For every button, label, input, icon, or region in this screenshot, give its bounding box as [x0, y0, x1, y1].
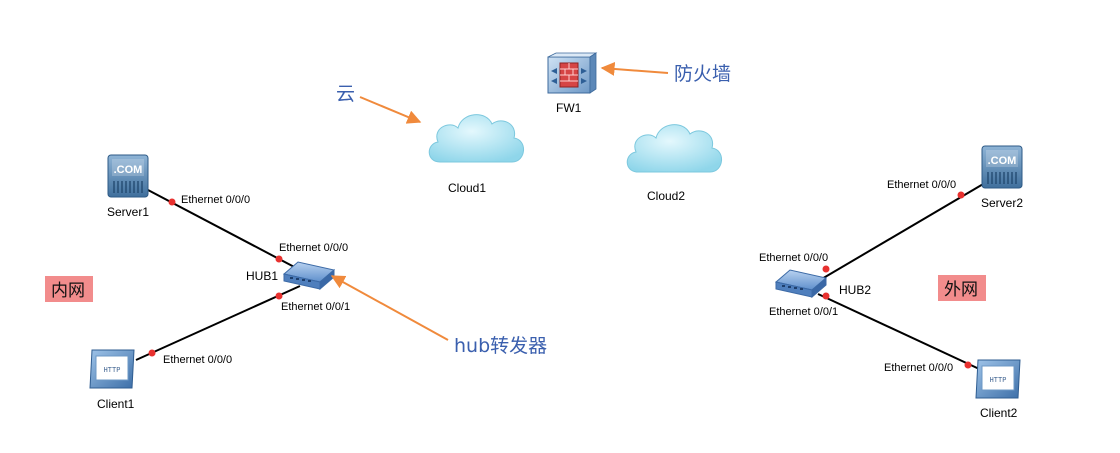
- zone-external-label: 外网: [944, 280, 978, 300]
- port-dot[interactable]: [275, 292, 283, 300]
- port-label-client1: Ethernet 0/0/0: [163, 354, 232, 366]
- server-com-icon: .COM: [981, 145, 1023, 189]
- hub-icon: [282, 261, 336, 291]
- device-client2[interactable]: HTTP Client2: [975, 359, 1021, 420]
- device-hub1[interactable]: HUB1: [246, 261, 336, 291]
- device-label: HUB1: [246, 269, 278, 283]
- port-dot[interactable]: [822, 292, 830, 300]
- zone-external: 外网: [938, 275, 986, 301]
- port-label-server1: Ethernet 0/0/0: [181, 194, 250, 206]
- http-client-icon: HTTP: [89, 349, 135, 389]
- port-dot[interactable]: [822, 265, 830, 273]
- port-label-hub2-p1: Ethernet 0/0/1: [769, 306, 838, 318]
- annotation-arrow-hub: [330, 275, 449, 341]
- zone-external-bg: [938, 275, 986, 301]
- device-server1[interactable]: .COM Server1: [107, 154, 149, 219]
- annotation-arrow-firewall: [600, 61, 669, 76]
- device-label: Client1: [97, 397, 135, 411]
- port-label-server2: Ethernet 0/0/0: [887, 179, 956, 191]
- port-dot[interactable]: [957, 191, 965, 199]
- zone-internal-label: 内网: [51, 281, 85, 301]
- device-client1[interactable]: HTTP Client1: [89, 349, 135, 411]
- port-dot[interactable]: [168, 198, 176, 206]
- annotation-arrow-cloud: [359, 96, 422, 124]
- device-label: Server2: [981, 196, 1023, 210]
- annotation-arrows: [330, 61, 669, 341]
- device-label: HUB2: [839, 283, 871, 297]
- server-com-icon: .COM: [107, 154, 149, 198]
- annotation-hub: hub转发器: [454, 335, 547, 357]
- device-fw1[interactable]: FW1: [547, 52, 598, 115]
- firewall-icon: [547, 52, 598, 94]
- links: [135, 179, 991, 375]
- device-cloud1[interactable]: Cloud1: [428, 114, 524, 195]
- device-server2[interactable]: .COM Server2: [981, 145, 1023, 210]
- port-label-hub1-p0: Ethernet 0/0/0: [279, 242, 348, 254]
- http-client-icon: HTTP: [975, 359, 1021, 399]
- cloud-icon: [626, 124, 722, 173]
- device-label: Cloud1: [448, 181, 486, 195]
- zone-internal: 内网: [45, 276, 93, 302]
- port-dot[interactable]: [275, 255, 283, 263]
- device-hub2[interactable]: HUB2: [774, 269, 871, 299]
- port-dot[interactable]: [148, 349, 156, 357]
- port-labels: Ethernet 0/0/0 Ethernet 0/0/0 Ethernet 0…: [163, 179, 956, 374]
- port-dot[interactable]: [964, 361, 972, 369]
- link-hub2-client2: [817, 293, 991, 375]
- device-label: Client2: [980, 406, 1018, 420]
- link-hub1-client1: [135, 285, 301, 361]
- cloud-icon: [428, 114, 524, 163]
- device-label: FW1: [556, 101, 582, 115]
- server-icon-text: .COM: [988, 155, 1017, 167]
- port-dots: [148, 191, 972, 369]
- device-cloud2[interactable]: Cloud2: [626, 124, 722, 203]
- device-label: Cloud2: [647, 189, 685, 203]
- zone-internal-bg: [45, 276, 93, 302]
- annotation-cloud: 云: [336, 83, 355, 105]
- client-icon-text: HTTP: [990, 377, 1007, 385]
- hub-icon: [774, 269, 828, 299]
- server-icon-text: .COM: [114, 164, 143, 176]
- port-label-hub2-p0: Ethernet 0/0/0: [759, 252, 828, 264]
- annotation-firewall: 防火墙: [674, 63, 731, 85]
- client-icon-text: HTTP: [104, 367, 121, 375]
- device-label: Server1: [107, 205, 149, 219]
- port-label-hub1-p1: Ethernet 0/0/1: [281, 301, 350, 313]
- port-label-client2: Ethernet 0/0/0: [884, 362, 953, 374]
